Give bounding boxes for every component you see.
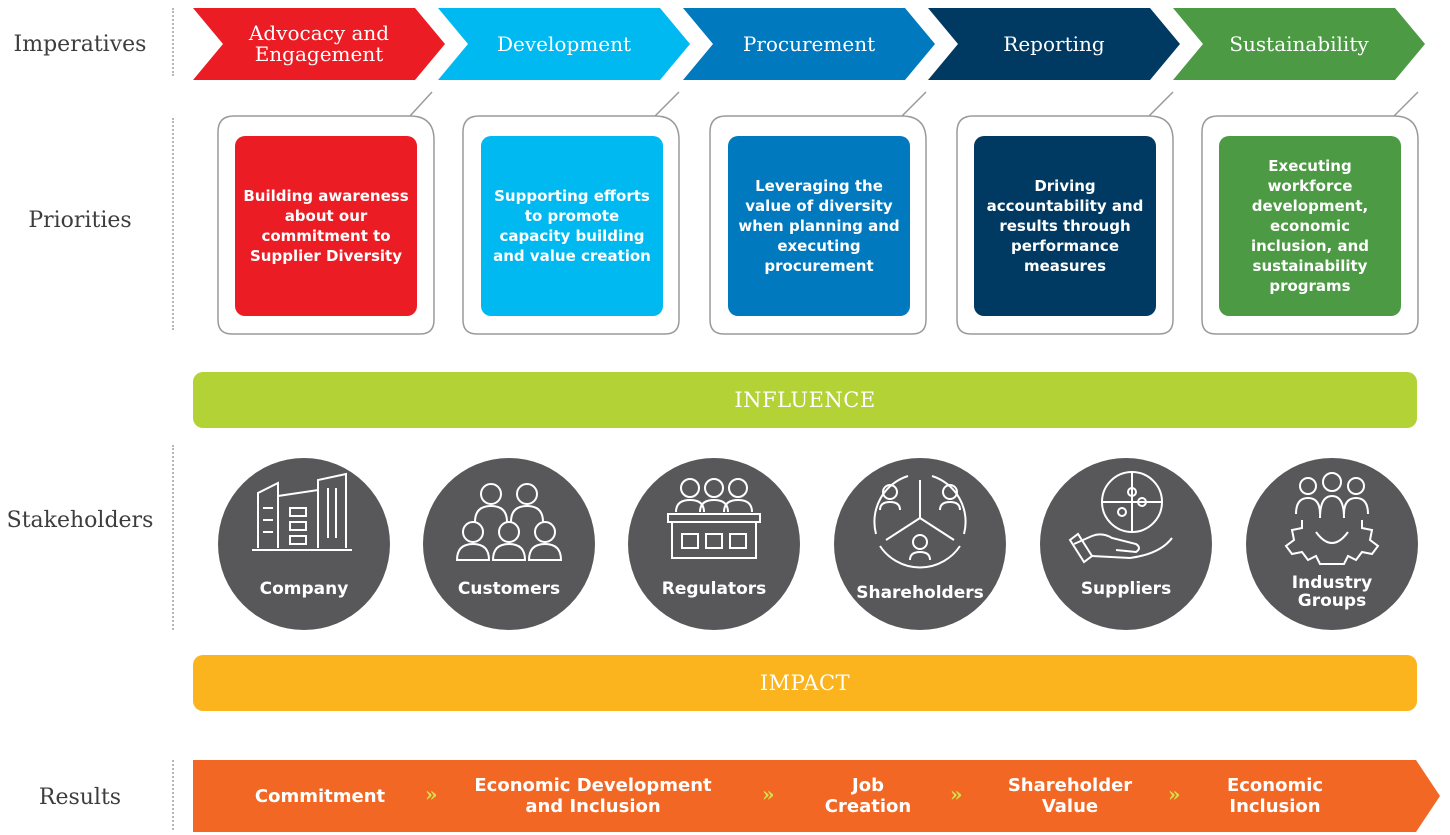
chevron-advocacy [193,8,445,80]
frame-development [462,91,680,335]
panel-icon [667,478,761,559]
imperative-sustainability-label: Sustainability [1229,31,1369,56]
row-label-priorities: Priorities [28,208,132,233]
stakeholder-customers: Customers [423,458,595,630]
stakeholder-suppliers-label: Suppliers [1080,579,1172,599]
priority-procurement: Leveraging the value of diversity when p… [728,136,910,316]
stakeholder-regulators-label: Regulators [661,579,767,599]
result-economic-development: Economic Development and Inclusion [474,775,712,817]
result-separator-1: » [425,782,438,806]
shareholder-circle-icon [873,475,967,569]
frame-advocacy [217,91,435,335]
chevron-sustainability [1173,8,1425,80]
result-separator-4: » [1168,782,1181,806]
frame-sustainability [1201,91,1419,335]
imperative-development-label: Development [497,31,631,56]
people-group-icon [455,483,563,561]
stakeholder-regulators: Regulators [628,458,800,630]
stakeholder-suppliers: Suppliers [1040,458,1212,630]
result-commitment: Commitment [254,785,386,807]
influence-band: INFLUENCE [193,372,1417,428]
priority-development: Supporting efforts to promote capacity b… [481,136,663,316]
chevron-procurement [683,8,935,80]
result-job-creation: Job Creation [824,775,912,817]
row-label-imperatives: Imperatives [13,32,147,57]
frame-procurement [709,91,927,335]
puzzle-hand-icon [1068,471,1173,564]
result-separator-2: » [762,782,775,806]
result-economic-inclusion: Economic Inclusion [1226,775,1324,817]
divider-stakeholders [172,445,174,630]
priority-frames [217,91,1419,335]
stakeholder-shareholders-label: Shareholders [856,583,984,603]
stakeholder-customers-label: Customers [457,579,561,599]
row-label-results: Results [38,785,122,810]
row-label-stakeholders: Stakeholders [6,508,154,533]
frame-reporting [956,91,1174,335]
chevron-reporting [928,8,1180,80]
chevron-development [438,8,690,80]
priority-advocacy: Building awareness about our commitment … [235,136,417,316]
imperative-procurement-label: Procurement [742,31,876,56]
divider-imperatives [172,8,174,76]
stakeholder-company: Company [218,458,390,630]
result-separator-3: » [950,782,963,806]
imperatives-chevrons [193,8,1425,80]
divider-results [172,760,174,830]
buildings-icon [252,472,352,551]
people-gear-icon [1284,472,1380,565]
imperative-reporting-label: Reporting [1003,31,1105,56]
imperative-advocacy-label: Advocacy and Engagement [248,21,390,66]
stakeholder-company-label: Company [259,579,349,599]
impact-band: IMPACT [193,655,1417,711]
stakeholder-industry-groups-label: Industry Groups [1291,573,1373,611]
stakeholder-shareholders: Shareholders [834,458,1006,630]
divider-priorities [172,118,174,330]
stakeholder-industry-groups: Industry Groups [1246,458,1418,630]
priority-sustainability: Executing workforce development, economi… [1219,136,1401,316]
result-shareholder-value: Shareholder Value [1007,775,1133,817]
priority-reporting: Driving accountability and results throu… [974,136,1156,316]
